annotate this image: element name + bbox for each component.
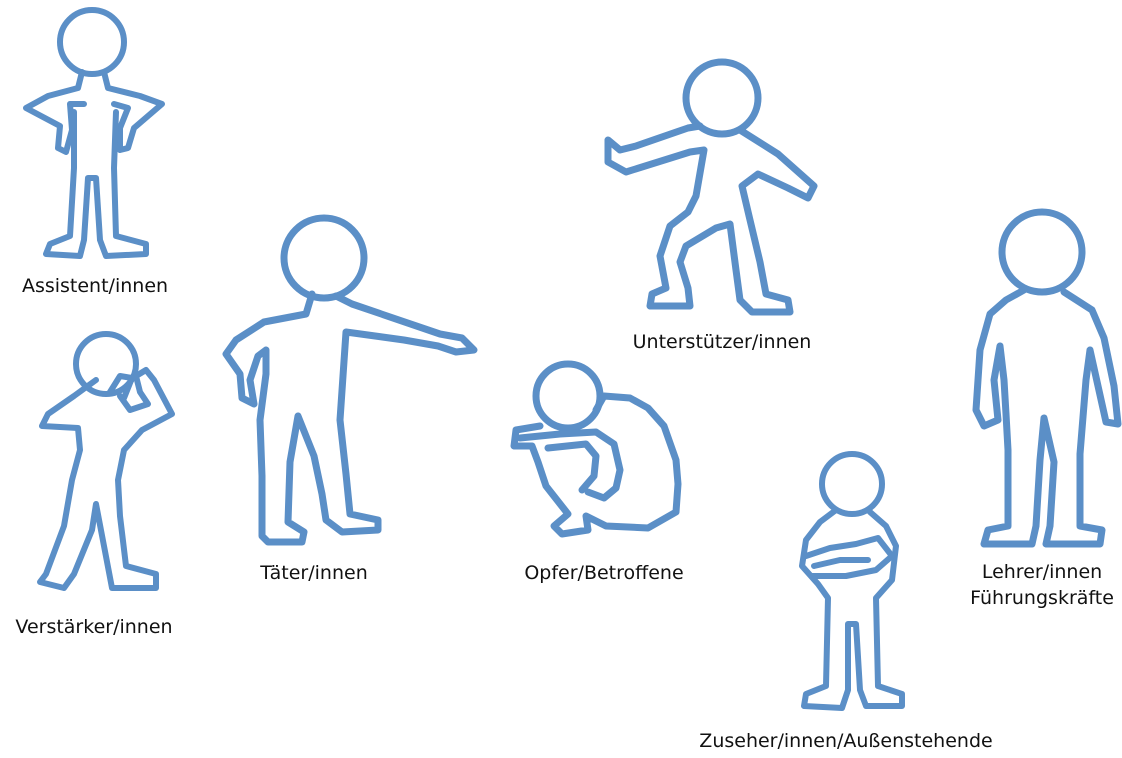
lehrer-label-line-1: Lehrer/innen [981, 561, 1103, 583]
verstaerker-label: Verstärker/innen [15, 616, 173, 638]
lehrer-label-line-2: Führungskräfte [970, 587, 1114, 609]
lehrer-label: Lehrer/innen Führungskräfte [970, 559, 1114, 611]
zuseher-label: Zuseher/innen/Außenstehende [699, 730, 993, 752]
opfer-label: Opfer/Betroffene [524, 562, 684, 584]
unterstuetzer-label: Unterstützer/innen [632, 331, 812, 353]
assistent-label: Assistent/innen [21, 275, 169, 297]
taeter-label: Täter/innen [260, 562, 368, 584]
